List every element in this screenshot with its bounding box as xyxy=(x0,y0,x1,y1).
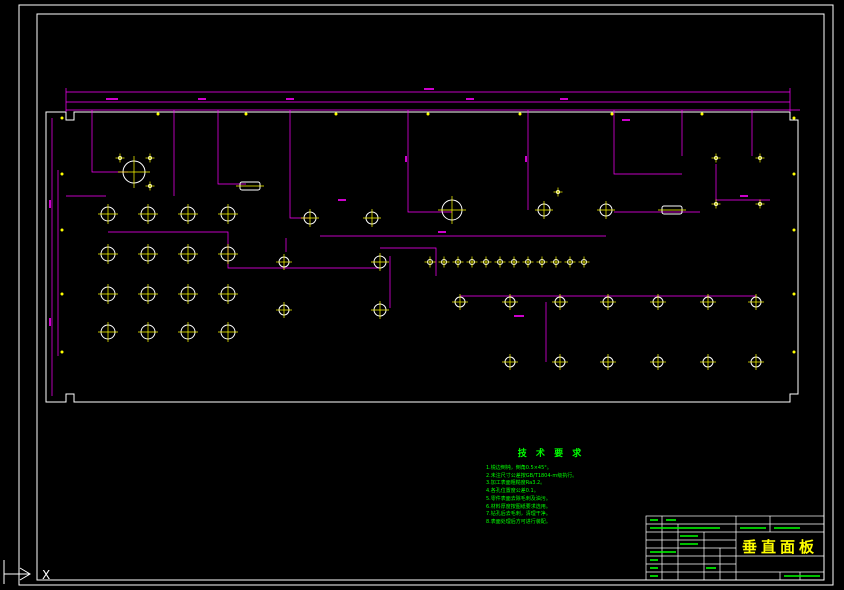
tech-requirement-line: 7.钻孔后去毛刺，清理干净。 xyxy=(486,511,551,518)
tech-requirements-list: 1.锐边倒钝，倒角0.5×45°。2.未注尺寸公差按GB/T1804-m级执行。… xyxy=(486,465,636,527)
drawing-title: 垂直面板 xyxy=(742,538,819,556)
ucs-x-label: X xyxy=(42,568,50,582)
dimension-text-marks xyxy=(49,88,748,326)
tech-requirement-line: 6.材料厚度按图纸要求选用。 xyxy=(486,503,551,510)
title-block xyxy=(645,515,825,581)
slots xyxy=(236,181,686,215)
tech-requirement-line: 1.锐边倒钝，倒角0.5×45°。 xyxy=(486,465,552,471)
edge-points xyxy=(60,112,796,354)
tech-requirements-title: 技 术 要 求 xyxy=(517,449,585,459)
ucs-icon xyxy=(3,560,31,584)
tech-requirement-line: 4.各孔位置度公差0.1。 xyxy=(486,488,539,495)
technical-requirements: 技 术 要 求 1.锐边倒钝，倒角0.5×45°。2.未注尺寸公差按GB/T18… xyxy=(486,446,636,527)
tech-requirement-line: 2.未注尺寸公差按GB/T1804-m级执行。 xyxy=(486,472,578,479)
panel-outline xyxy=(45,111,799,403)
tech-requirement-line: 5.零件表面去除毛刺及油污。 xyxy=(486,495,551,502)
title-block-text-marks xyxy=(650,519,820,577)
inner-frame xyxy=(36,13,825,581)
sheet-border xyxy=(18,4,834,586)
large-holes xyxy=(118,156,466,224)
tech-requirement-line: 8.表面处理后方可进行装配。 xyxy=(486,518,551,525)
tech-requirement-line: 3.加工表面粗糙度Ra3.2。 xyxy=(486,480,546,487)
dimension-lines xyxy=(51,88,800,396)
hole-grid xyxy=(98,204,238,342)
single-holes xyxy=(115,153,765,370)
